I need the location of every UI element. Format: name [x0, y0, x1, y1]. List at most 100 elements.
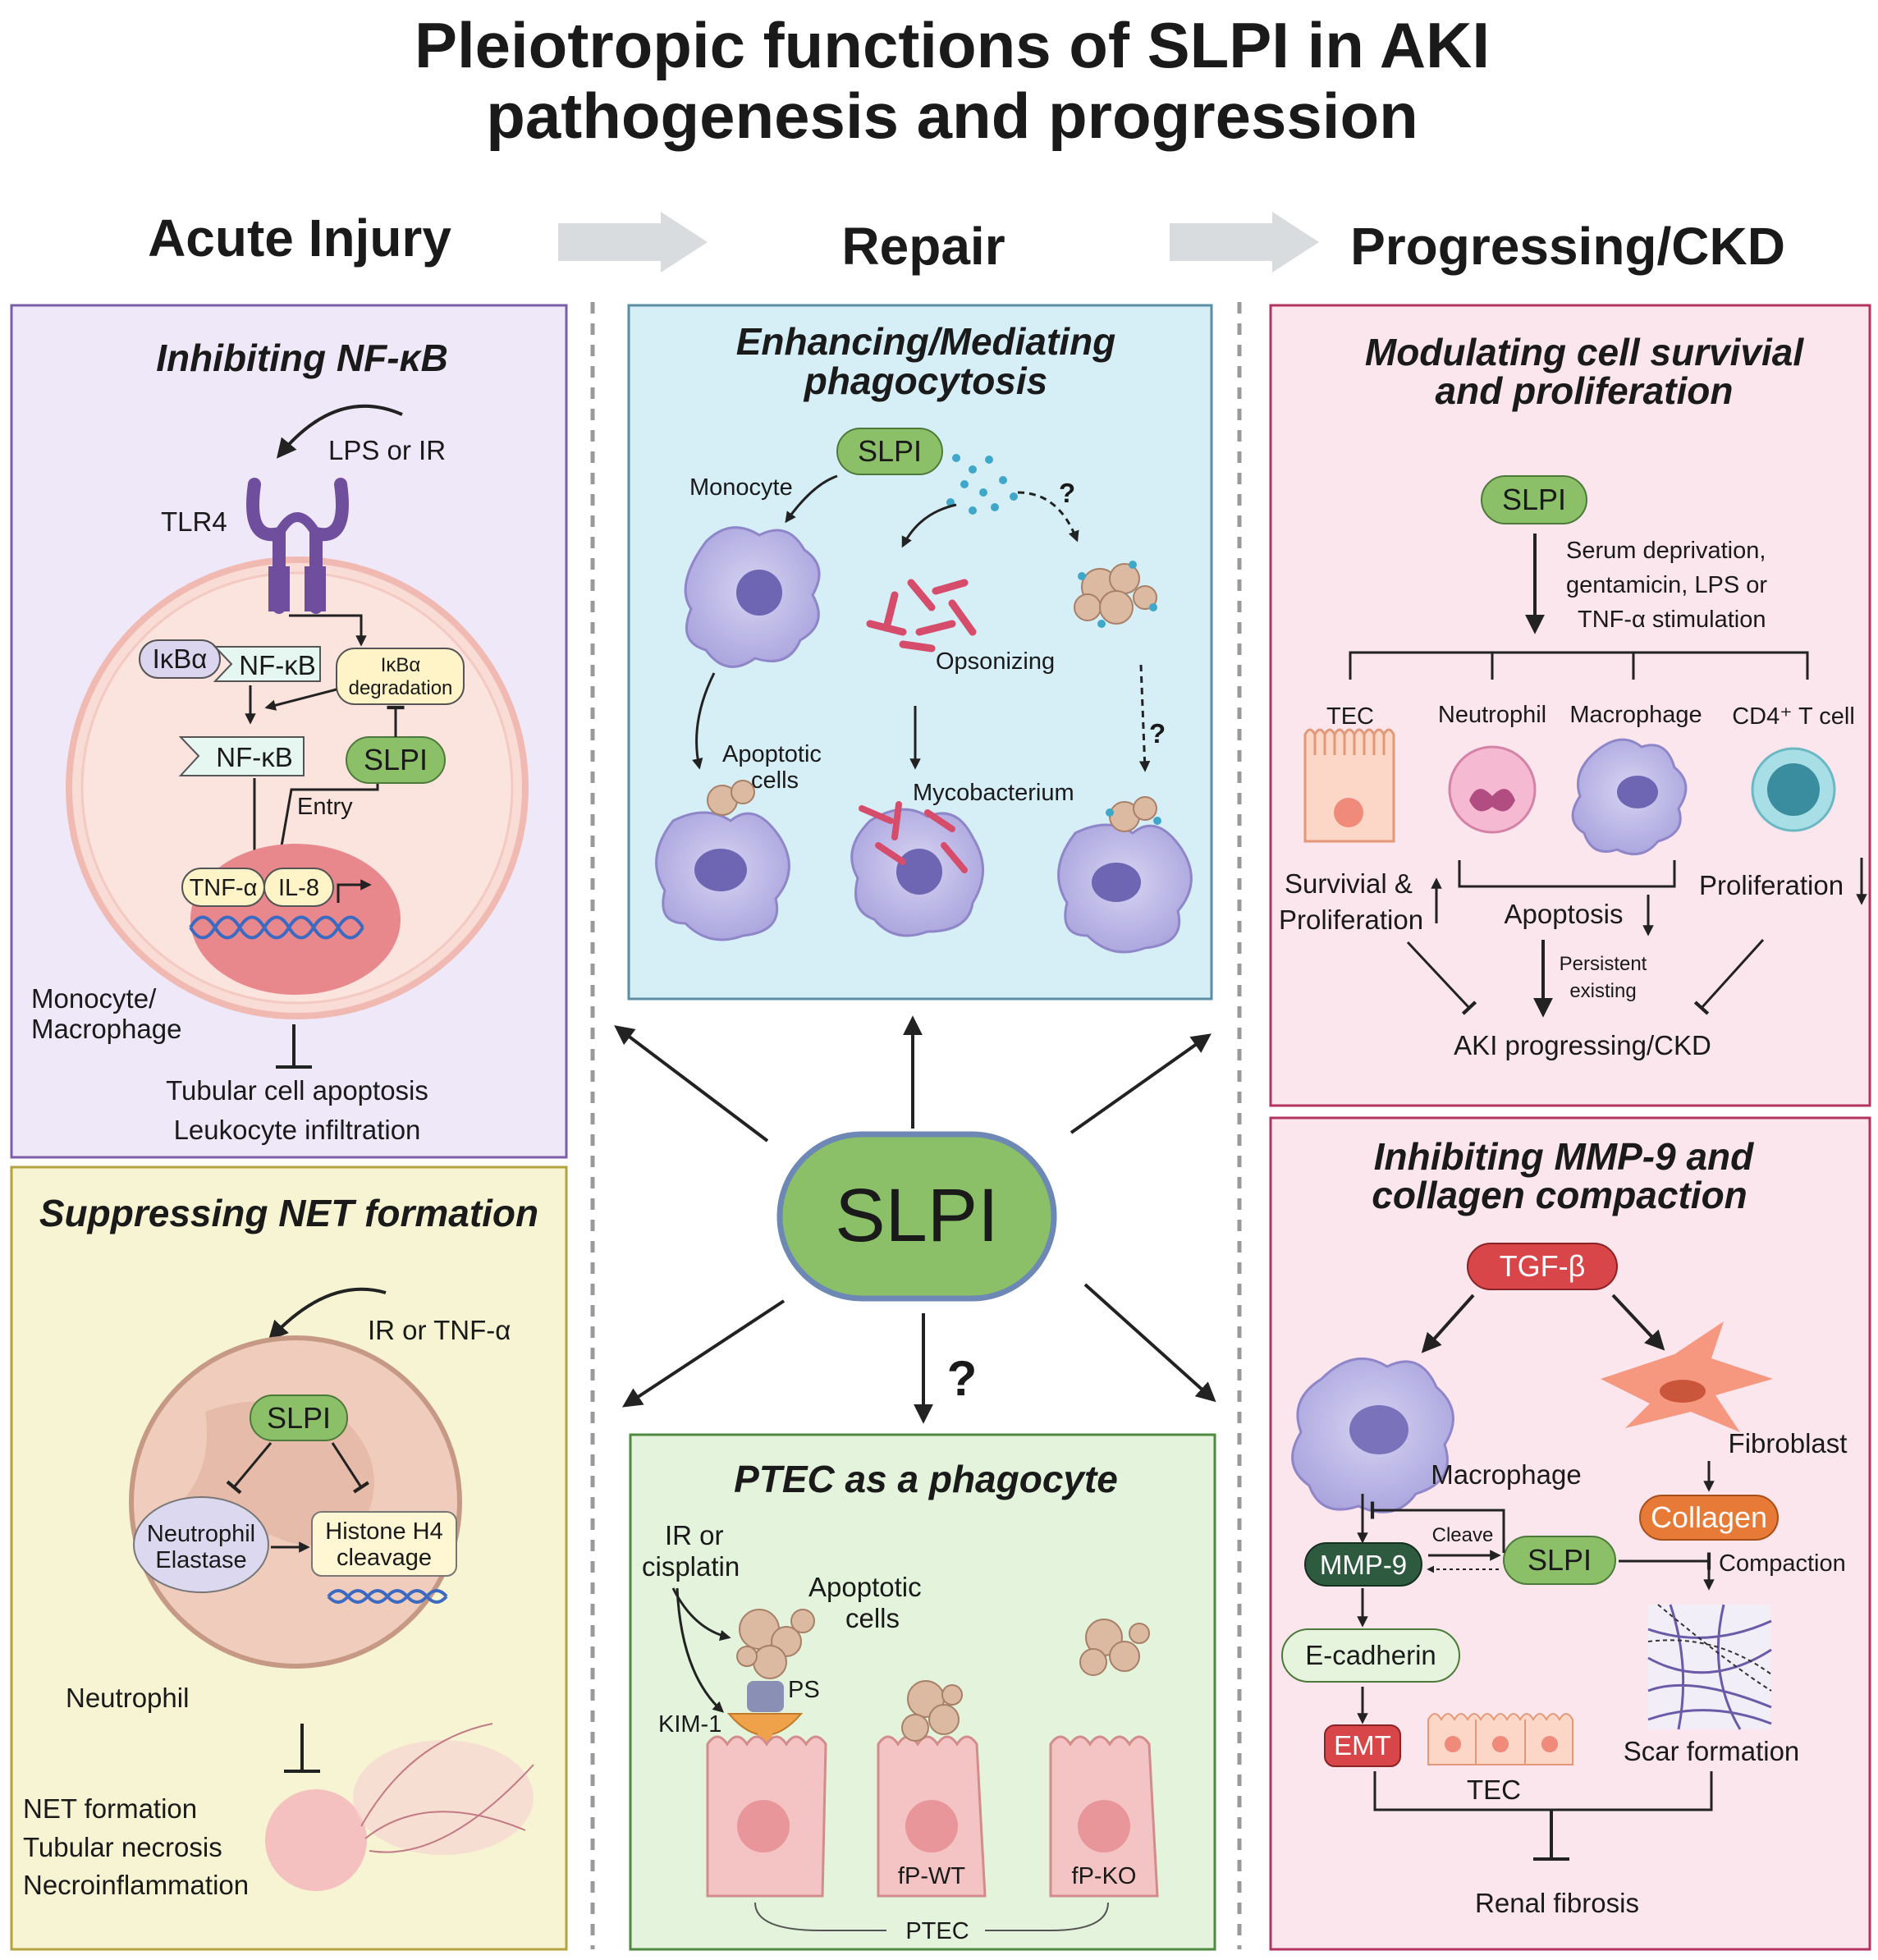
- persistent-existing-1: Persistent: [1560, 953, 1647, 975]
- outcome-tubular-necrosis: Tubular necrosis: [23, 1832, 222, 1862]
- apoptotic-cells-ptec-icon: [736, 1609, 815, 1679]
- stage-arrow-1: [558, 212, 708, 272]
- slpi-label-survival: SLPI: [1502, 483, 1566, 516]
- collagen-pill: [1639, 1495, 1779, 1541]
- question-mark-2: ?: [1149, 718, 1166, 749]
- macrophage-label-mmp: Macrophage: [1431, 1459, 1581, 1490]
- stimulus-serum-1: Serum deprivation,: [1566, 538, 1766, 564]
- tgfb-label: TGF-β: [1500, 1249, 1586, 1283]
- slpi-label-phago: SLPI: [858, 434, 922, 468]
- outcome-tubular-apoptosis: Tubular cell apoptosis: [166, 1075, 428, 1106]
- panel-ptec-phagocyte: PTEC as a phagocyte IR or cisplatin Apop…: [629, 1433, 1216, 1951]
- dna-helix-icon: [189, 915, 364, 940]
- scar-formation-label: Scar formation: [1624, 1736, 1800, 1766]
- nfkb-complex-label: NF-κB: [239, 650, 316, 680]
- scar-collagen-mesh-icon: [1647, 1604, 1772, 1730]
- outcome-net-formation: NET formation: [23, 1793, 197, 1824]
- aki-progressing-ckd: AKI progressing/CKD: [1454, 1030, 1711, 1060]
- histone-label-1: Histone H4: [325, 1518, 442, 1545]
- stage-acute-injury: Acute Injury: [148, 208, 451, 268]
- macrophage-cell-icon: [1571, 738, 1688, 856]
- stimulus-ir-tnfa: IR or TNF-α: [368, 1315, 511, 1345]
- slpi-label-mmp: SLPI: [1528, 1543, 1592, 1577]
- renal-fibrosis-label: Renal fibrosis: [1475, 1888, 1639, 1918]
- stimulus-lps-ir: LPS or IR: [328, 435, 446, 465]
- histone-label-2: cleavage: [337, 1545, 432, 1571]
- panel-phago-title-2: phagocytosis: [803, 359, 1048, 402]
- ptec-cell-ko: [1049, 1619, 1159, 1898]
- panel-mmp-title-1: Inhibiting MMP-9 and: [1374, 1135, 1754, 1178]
- apoptosis-label: Apoptosis: [1505, 899, 1624, 929]
- macrophage-cell-mmp: [1291, 1357, 1454, 1514]
- slpi-pill-survival: [1481, 475, 1587, 524]
- slpi-center-label: SLPI: [835, 1174, 998, 1257]
- neutrophil-label: Neutrophil: [66, 1683, 189, 1713]
- stimulus-ir-cisplatin-1: IR or: [665, 1520, 724, 1550]
- emt-pill: [1324, 1724, 1401, 1767]
- apoptotic-cells-label-2: cells: [751, 767, 799, 794]
- entry-label: Entry: [297, 794, 353, 820]
- ecadherin-label: E-cadherin: [1305, 1640, 1436, 1670]
- fp-ko-label: fP-KO: [1072, 1863, 1137, 1889]
- panel-nfkb-title: Inhibiting NF-κB: [156, 337, 448, 379]
- panel-mmp-title-2: collagen compaction: [1372, 1174, 1747, 1216]
- compaction-label: Compaction: [1719, 1550, 1846, 1577]
- mycobacteria-icon: [866, 579, 977, 653]
- ikba-degradation-label-1: IκBα: [381, 654, 421, 676]
- opsonizing-label: Opsonizing: [936, 648, 1055, 675]
- monocyte-label: Monocyte: [689, 474, 793, 501]
- histone-h4-cleavage: [311, 1511, 457, 1577]
- panel-survival-title-1: Modulating cell survivial: [1365, 331, 1804, 373]
- apoptotic-cells-cluster-top: [1074, 561, 1157, 628]
- tlr4-receptor-icon: [246, 478, 349, 614]
- center-question-mark: ?: [947, 1351, 978, 1406]
- question-mark-1: ?: [1059, 478, 1075, 508]
- tec-cell-icon: [1303, 728, 1395, 843]
- ikba-label: IκBα: [153, 643, 208, 674]
- slpi-pill-net: [250, 1394, 348, 1441]
- figure-title-line1: Pleiotropic functions of SLPI in AKI: [415, 9, 1490, 81]
- fibroblast-label: Fibroblast: [1729, 1428, 1848, 1459]
- ptec-cell-wt: [877, 1680, 987, 1898]
- cd4-label-survival: CD4⁺ T cell: [1732, 703, 1855, 730]
- panel-survival-title-2: and proliferation: [1436, 369, 1734, 412]
- center-slpi-hub: SLPI ?: [614, 1015, 1216, 1424]
- apoptotic-cells-label-1: Apoptotic: [722, 741, 822, 767]
- survival-proliferation-2: Proliferation: [1279, 904, 1423, 935]
- monocyte-macrophage-label-1: Monocyte/: [31, 983, 157, 1014]
- stimulus-serum-2: gentamicin, LPS or: [1566, 572, 1767, 598]
- macrophage-label-survival: Macrophage: [1569, 702, 1702, 728]
- il8-gene-label: IL-8: [278, 875, 319, 901]
- neutrophil-elastase: [133, 1496, 269, 1593]
- figure-title-line2: pathogenesis and progression: [486, 80, 1418, 152]
- tgfb-pill: [1467, 1243, 1618, 1290]
- slpi-label-net: SLPI: [267, 1401, 331, 1435]
- panel-inhibiting-mmp9: Inhibiting MMP-9 and collagen compaction…: [1269, 1116, 1871, 1951]
- outcome-necroinflammation: Necroinflammation: [23, 1870, 249, 1900]
- slpi-particles-icon: [946, 454, 1018, 515]
- stage-arrow-2: [1170, 212, 1319, 272]
- fibroblast-cell-icon: [1601, 1321, 1773, 1432]
- slpi-pill-mmp: [1503, 1536, 1616, 1585]
- panel-phago-title-1: Enhancing/Mediating: [736, 320, 1116, 363]
- ps-label: PS: [788, 1677, 820, 1703]
- panel-cell-survival: Modulating cell survivial and proliferat…: [1269, 304, 1871, 1107]
- mmp9-label: MMP-9: [1320, 1550, 1407, 1580]
- stimulus-serum-3: TNF-α stimulation: [1578, 607, 1766, 633]
- net-release-icon: [265, 1723, 534, 1891]
- mmp9-pill: [1304, 1542, 1422, 1587]
- slpi-center-pill: [776, 1131, 1057, 1302]
- slpi-pill-phago: [836, 428, 943, 475]
- cleave-label: Cleave: [1432, 1524, 1494, 1546]
- monocyte-macrophage-label-2: Macrophage: [31, 1014, 181, 1044]
- stage-repair: Repair: [841, 217, 1005, 276]
- outcome-leukocyte-infiltration: Leukocyte infiltration: [174, 1115, 421, 1145]
- panel-net-title: Suppressing NET formation: [39, 1192, 538, 1234]
- elastase-label-1: Neutrophil: [147, 1521, 255, 1547]
- panel-ptec-title: PTEC as a phagocyte: [734, 1458, 1118, 1500]
- neutrophil-label-survival: Neutrophil: [1438, 702, 1546, 728]
- apoptotic-cells-ptec-1: Apoptotic: [808, 1572, 922, 1602]
- panel-phagocytosis: Enhancing/Mediating phagocytosis SLPI Mo…: [627, 304, 1213, 1001]
- neutrophil-cell-icon: [1448, 745, 1537, 834]
